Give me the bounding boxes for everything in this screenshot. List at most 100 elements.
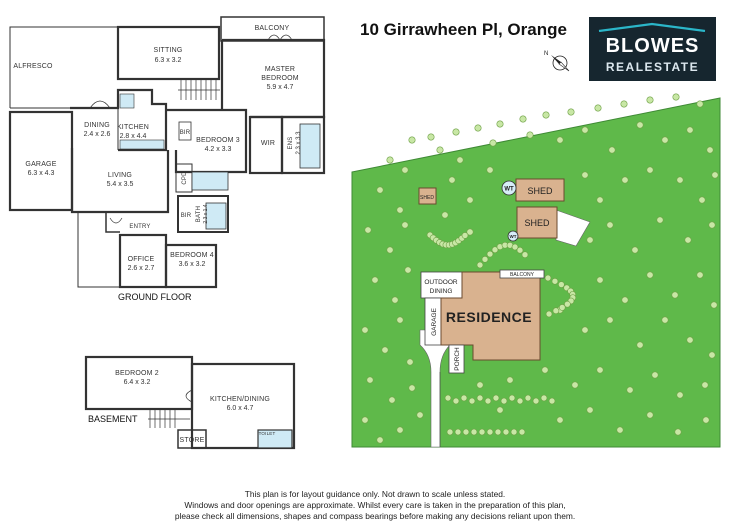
room-bath: BATH [196,206,202,222]
room-living: LIVING [108,172,132,179]
residence-footprint [440,271,541,361]
tree-icon [616,426,624,434]
tree-icon [521,251,529,258]
tree-icon [452,397,460,405]
tree-icon [481,256,489,263]
tree-icon [702,416,710,424]
tree-icon [698,196,706,204]
tree-icon [552,307,560,315]
tree-icon [491,246,499,254]
room-master-line2: BEDROOM [261,75,299,82]
tree-icon [416,411,424,419]
tree-icon [376,186,384,194]
tree-icon [408,136,416,144]
tree-icon [476,394,484,402]
tree-icon [545,310,553,318]
blowes-logo: BLOWES REALESTATE [589,17,716,81]
tree-icon [484,397,492,405]
room-office: OFFICE [128,256,155,263]
balcony-label: BALCONY [510,272,535,278]
tree-icon [551,277,559,285]
ground-floor-plan [8,16,326,289]
room-bedroom-4-size: 3.6 x 3.2 [179,261,206,268]
tree-icon [684,236,692,244]
tree-icon [710,301,718,309]
room-master-size: 5.9 x 4.7 [267,84,294,91]
tree-icon [676,391,684,399]
tree-icon [444,394,452,402]
tree-icon [711,171,719,179]
tree-icon [460,394,468,402]
tree-icon [581,126,589,134]
tree-icon [486,166,494,174]
logo-wordmark: BLOWES [605,35,700,57]
tree-icon [476,381,484,389]
outdoor-dining-label-line2: DINING [430,288,453,295]
tree-icon [404,266,412,274]
tree-icon [476,261,484,269]
tree-icon [470,428,478,436]
room-bedroom-3-size: 4.2 x 3.3 [205,146,232,153]
tree-icon [646,96,654,104]
tree-icon [508,394,516,402]
tree-icon [706,146,714,154]
tree-icon [489,139,497,147]
tree-icon [494,428,502,436]
tree-icon [462,428,470,436]
tree-icon [620,100,628,108]
tree-icon [506,376,514,384]
tree-icon [558,281,565,288]
disclaimer-line-3: please check all dimensions, shapes and … [174,511,576,521]
water-tank-1 [501,180,517,196]
room-cpd: CPD [182,171,188,185]
disclaimer: This plan is for layout guidance only. N… [150,489,600,522]
tree-icon [502,428,510,436]
tree-icon [556,416,564,424]
tree-group [361,93,719,444]
tree-icon [492,394,500,402]
room-bedroom-4: BEDROOM 4 [170,252,214,259]
tree-icon [686,126,694,134]
tree-icon [540,394,548,402]
logo-subline: REALESTATE [605,60,700,74]
tree-icon [466,228,474,236]
room-bath-size: 2.3 x 1.4 [203,204,209,223]
tree-icon [606,221,614,229]
room-bedroom-2: BEDROOM 2 [115,370,159,377]
tree-icon [396,426,404,434]
tree-icon [542,111,550,119]
tree-icon [532,397,540,405]
tree-icon [621,296,629,304]
tree-icon [567,108,575,116]
tree-icon [556,136,564,144]
shed-label-2: SHED [524,218,550,228]
shed-label-1: SHED [527,186,553,196]
room-dining: DINING [84,122,110,129]
room-store: STORE [180,437,205,444]
disclaimer-line-1: This plan is for layout guidance only. N… [244,489,506,499]
compass-icon: N [544,51,570,72]
tree-icon [386,246,394,254]
room-living-size: 5.4 x 3.5 [107,181,134,188]
tree-icon [708,351,716,359]
tree-icon [486,428,494,436]
tree-icon [486,250,494,258]
tree-icon [396,206,404,214]
tree-icon [651,371,659,379]
tree-icon [406,358,414,366]
tree-icon [708,221,716,229]
room-bir-2: BIR [181,213,192,219]
tree-icon [519,115,527,123]
tree-icon [446,428,454,436]
tree-icon [496,120,504,128]
water-tank-label-1: WT [504,187,514,193]
tree-icon [448,176,456,184]
property-address: 10 Girrawheen Pl, Orange [360,20,567,39]
tree-icon [454,428,462,436]
tree-icon [381,346,389,354]
tree-icon [388,396,396,404]
tree-icon [461,232,469,239]
tree-icon [581,171,589,179]
tree-icon [596,366,604,374]
tree-icon [548,397,556,405]
